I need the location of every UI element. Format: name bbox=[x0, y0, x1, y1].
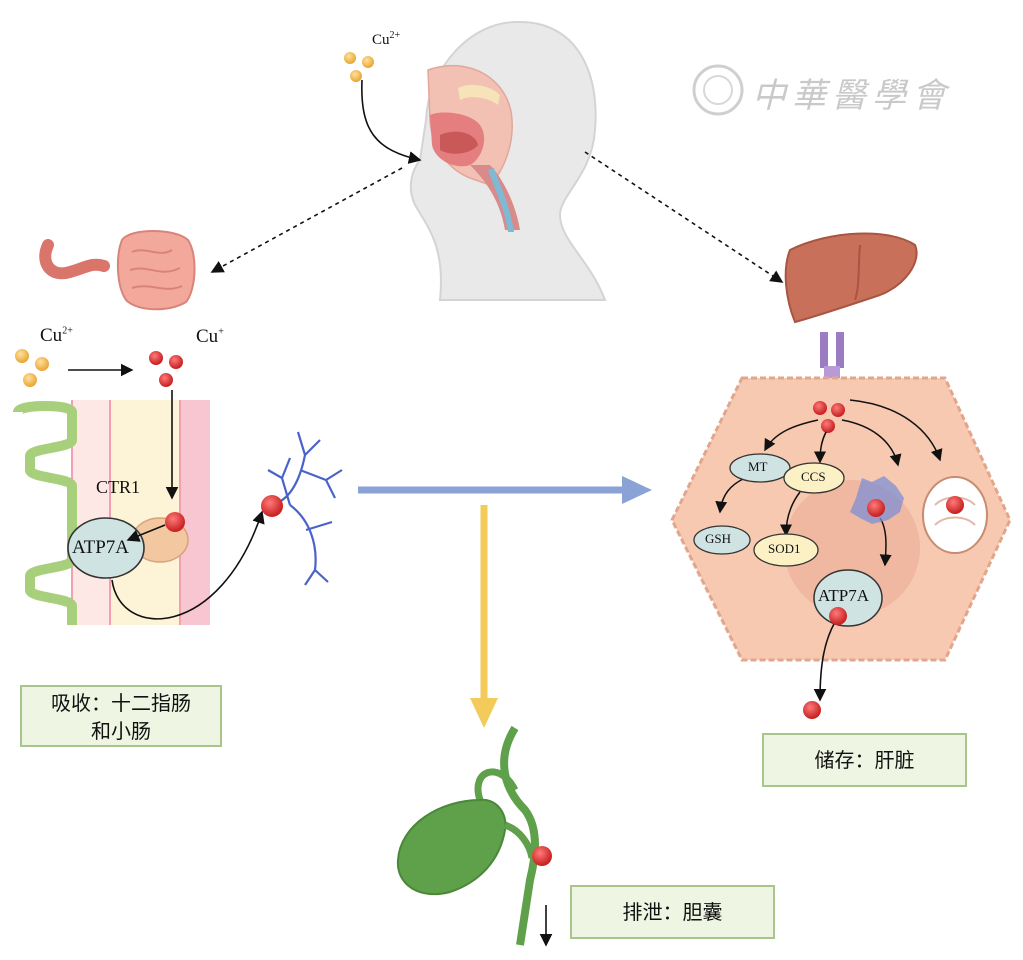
mt-label: MT bbox=[748, 459, 768, 474]
mitochondrion bbox=[922, 476, 988, 554]
gsh-label: GSH bbox=[705, 531, 732, 546]
atp7a-intestine-label: ATP7A bbox=[72, 537, 130, 558]
duodenum-icon bbox=[39, 239, 110, 280]
blood-carrier-icon bbox=[261, 431, 343, 586]
copper-ion-exported bbox=[803, 701, 821, 719]
intestinal-wall bbox=[13, 400, 210, 625]
liver-icon bbox=[784, 232, 918, 324]
copper-ion-liver-1 bbox=[813, 401, 827, 415]
small-intestine-icon bbox=[116, 230, 196, 311]
watermark-seal bbox=[692, 64, 744, 116]
cu2-ions-left bbox=[15, 349, 49, 387]
human-head-illustration bbox=[409, 20, 607, 301]
copper-ion-liver-3 bbox=[821, 419, 835, 433]
copper-ion-bile bbox=[532, 846, 552, 866]
ingestion-arrow bbox=[361, 79, 422, 164]
atp7a-liver-label: ATP7A bbox=[818, 586, 870, 605]
atp7a-intestine-oval bbox=[67, 517, 145, 579]
gallbladder-icon bbox=[396, 725, 539, 946]
copper-ion-atp7a-liver bbox=[829, 607, 847, 625]
copper-ion-liver-2 bbox=[831, 403, 845, 417]
dashed-arrow-to-intestine bbox=[210, 167, 403, 273]
export-to-blood-arrow bbox=[111, 510, 265, 620]
dashed-arrow-to-liver bbox=[584, 151, 784, 283]
copper-ion-ctr1 bbox=[165, 512, 185, 532]
blue-arrow-head bbox=[622, 476, 652, 504]
cu2-label-top: Cu2+ bbox=[372, 30, 401, 48]
yellow-arrow-head bbox=[470, 698, 498, 728]
storage-box: 储存：肝脏 bbox=[762, 733, 967, 787]
watermark-text: 中華醫學會 bbox=[752, 76, 952, 116]
copper-protein-cluster bbox=[850, 476, 904, 524]
absorption-box-line1: 吸收：十二指肠 bbox=[51, 691, 191, 715]
cu1-ions bbox=[149, 351, 183, 387]
ctr1-label: CTR1 bbox=[96, 477, 141, 497]
sod1-label: SOD1 bbox=[768, 541, 801, 556]
cu2-ions-top bbox=[344, 52, 374, 82]
excretion-box: 排泄：胆囊 bbox=[570, 885, 775, 939]
ccs-label: CCS bbox=[801, 469, 826, 484]
cu2-label-left: Cu2+ bbox=[40, 325, 73, 346]
absorption-box: 吸收：十二指肠 和小肠 bbox=[20, 685, 222, 747]
cu1-label: Cu+ bbox=[196, 326, 224, 347]
ctr1-to-atp7a-arrow bbox=[126, 524, 166, 542]
absorption-box-line2: 和小肠 bbox=[91, 719, 151, 743]
